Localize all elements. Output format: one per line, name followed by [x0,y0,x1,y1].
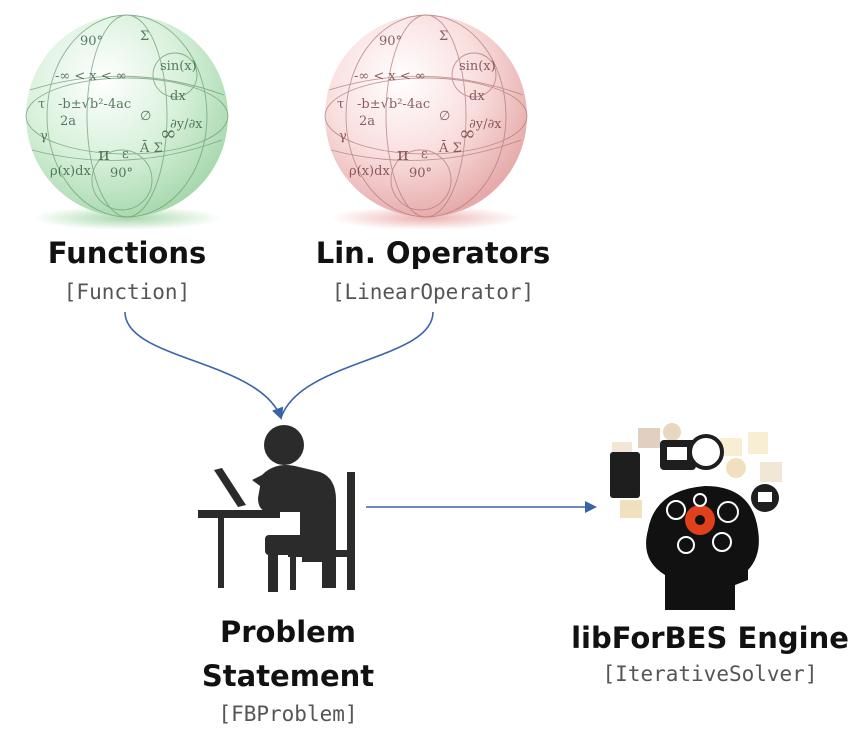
svg-text:γ: γ [40,129,48,144]
svg-text:τ: τ [38,97,45,112]
svg-text:sin(x): sin(x) [160,59,197,74]
functions-type: [Function] [63,280,191,304]
svg-text:dx: dx [170,89,186,104]
svg-text:ρ(x)dx: ρ(x)dx [50,164,91,179]
svg-text:90°: 90° [379,34,402,49]
problem-title-line2: Statement [201,659,375,693]
svg-text:-∞ < x < ∞: -∞ < x < ∞ [354,69,426,84]
svg-text:Σ: Σ [439,29,448,44]
edge-functions-to-problem [124,311,284,420]
functions-title: Functions [47,236,207,270]
svg-text:2a: 2a [60,114,76,129]
svg-text:∂y/∂x: ∂y/∂x [469,117,502,132]
svg-text:Ā Σ: Ā Σ [438,140,462,156]
operators-sphere: 90° Σ -∞ < x < ∞ sin(x) τ -b±√b²-4ac dx 2a ∅ ∂… [324,14,528,230]
problem-title-line1: Problem [219,615,357,649]
svg-text:∞: ∞ [459,121,476,145]
svg-text:sin(x): sin(x) [459,59,496,74]
svg-text:-∞ < x < ∞: -∞ < x < ∞ [55,69,127,84]
svg-text:ε: ε [122,147,129,162]
svg-text:∅: ∅ [140,109,151,124]
svg-text:ε: ε [421,147,428,162]
svg-text:∞: ∞ [160,121,177,145]
svg-text:-b±√b²-4ac: -b±√b²-4ac [357,97,430,112]
svg-text:-b±√b²-4ac: -b±√b²-4ac [58,97,131,112]
svg-text:τ: τ [337,97,344,112]
svg-text:Ā Σ: Ā Σ [139,140,163,156]
operators-type: [LinearOperator] [331,280,535,304]
svg-text:γ: γ [339,129,347,144]
svg-text:90°: 90° [110,166,133,181]
brain-gears-icon [610,423,782,610]
engine-type: [IterativeSolver] [602,662,818,686]
edge-operators-to-problem [280,311,434,419]
svg-text:∅: ∅ [439,109,450,124]
svg-text:90°: 90° [409,166,432,181]
functions-sphere: 90° Σ -∞ < x < ∞ sin(x) τ -b±√b²-4ac dx 2a ∅ ∂… [25,14,229,230]
person-at-computer-icon [198,425,355,592]
svg-text:π: π [98,144,110,165]
svg-text:∂y/∂x: ∂y/∂x [170,117,203,132]
svg-text:dx: dx [469,89,485,104]
svg-text:90°: 90° [80,34,103,49]
svg-text:2a: 2a [359,114,375,129]
svg-text:π: π [397,144,409,165]
problem-type: [FBProblem] [218,702,358,726]
engine-title: libForBES Engine [571,621,849,655]
operators-title: Lin. Operators [315,236,551,270]
svg-text:ρ(x)dx: ρ(x)dx [349,164,390,179]
svg-text:Σ: Σ [140,29,149,44]
